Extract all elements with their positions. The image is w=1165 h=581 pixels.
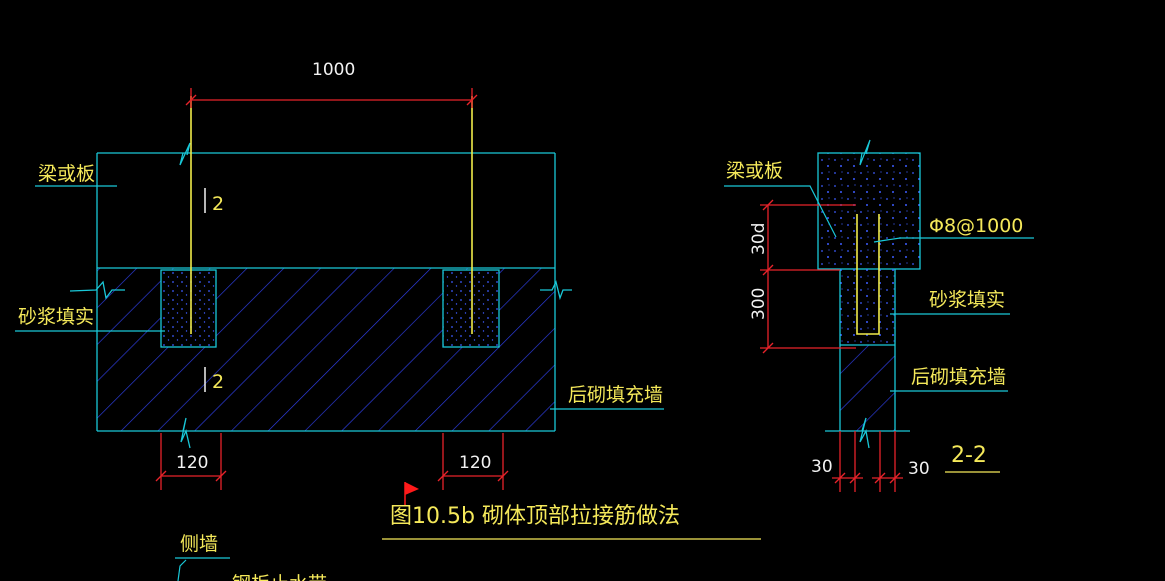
section-wall-outline bbox=[825, 269, 910, 449]
dimension-section-bottom bbox=[832, 431, 903, 492]
dimension-bottom-left bbox=[155, 433, 227, 490]
elevation-view: 1000 2 2 梁或板 砂浆填实 后砌填充墙 120 120 bbox=[15, 60, 664, 490]
dimension-section-vertical bbox=[760, 199, 856, 354]
dimension-bottom-right-text: 120 bbox=[459, 453, 491, 473]
label-beam-or-slab: 梁或板 bbox=[38, 163, 95, 185]
section-label-rebar: Φ8@1000 bbox=[929, 215, 1023, 237]
dimension-embed-text: 30d bbox=[749, 223, 769, 255]
bottom-partial-drawing: 侧墙 钢板止水带 bbox=[175, 533, 327, 581]
section-beam-block bbox=[817, 152, 921, 270]
section-label-wall: 后砌填充墙 bbox=[911, 366, 1006, 388]
dimension-top bbox=[185, 88, 478, 108]
dimension-top-text: 1000 bbox=[312, 60, 355, 80]
dimension-bottom-right bbox=[437, 433, 509, 490]
dimension-section-right-text: 30 bbox=[908, 459, 930, 479]
section-leader-rebar bbox=[873, 237, 1034, 243]
marker-flag bbox=[405, 482, 419, 495]
label-mortar-fill: 砂浆填实 bbox=[18, 306, 94, 328]
label-side-wall: 侧墙 bbox=[180, 533, 218, 555]
section-rebar bbox=[856, 214, 880, 335]
section-label-beam: 梁或板 bbox=[726, 160, 783, 182]
section-leader-beam bbox=[724, 185, 837, 238]
label-infill-wall: 后砌填充墙 bbox=[568, 384, 663, 406]
side-wall-outline bbox=[177, 559, 187, 581]
dimension-length-text: 300 bbox=[749, 288, 769, 320]
figure-title-group: 图10.5b 砌体顶部拉接筋做法 bbox=[382, 482, 761, 540]
section-mark-upper: 2 bbox=[212, 193, 224, 215]
dimension-bottom-left-text: 120 bbox=[176, 453, 208, 473]
dimension-section-left-text: 30 bbox=[811, 457, 833, 477]
figure-title: 图10.5b 砌体顶部拉接筋做法 bbox=[390, 504, 680, 529]
section-wall-hatch bbox=[840, 345, 895, 431]
section-mark-lower: 2 bbox=[212, 371, 224, 393]
section-mortar-block bbox=[840, 269, 895, 345]
section-view: 30d 300 梁或板 Φ8@1000 砂浆填实 后砌填充墙 30 30 2-2 bbox=[724, 139, 1034, 492]
infill-wall-outline bbox=[69, 267, 572, 449]
section-label-mortar: 砂浆填实 bbox=[929, 289, 1005, 311]
beam-slab-outline bbox=[96, 142, 556, 268]
label-cut-off: 钢板止水带 bbox=[232, 573, 327, 581]
section-title: 2-2 bbox=[951, 443, 987, 468]
